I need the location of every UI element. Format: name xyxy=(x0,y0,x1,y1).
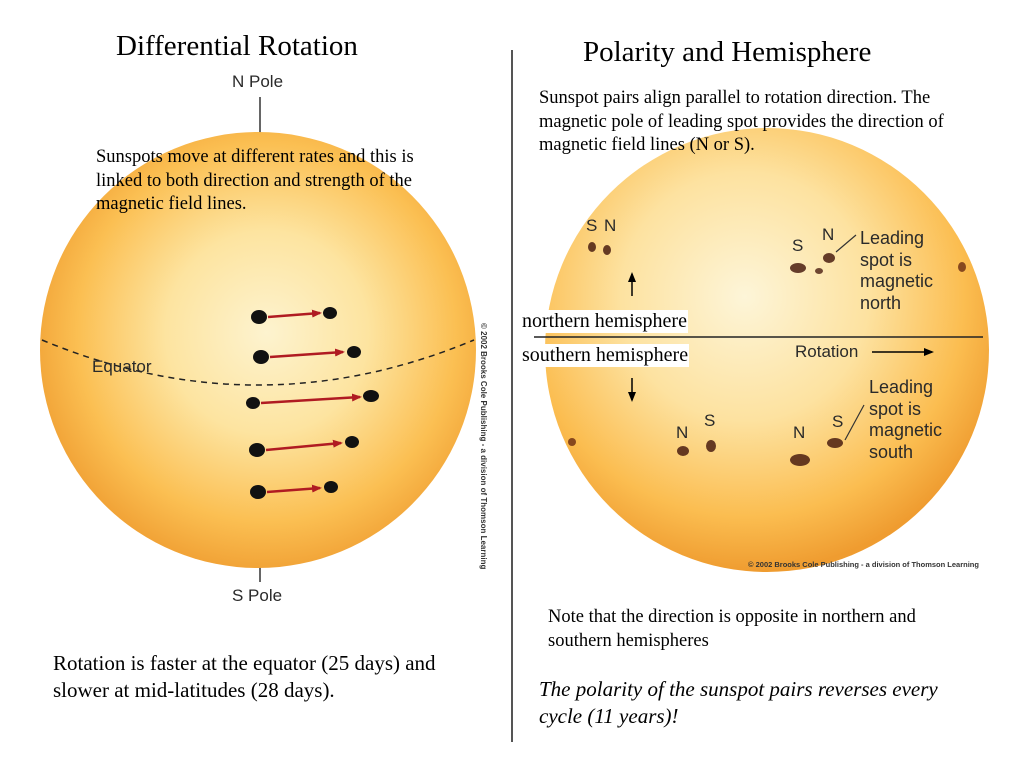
n-pole-label: N Pole xyxy=(232,72,284,91)
sunspot xyxy=(677,446,689,456)
left-title: Differential Rotation xyxy=(116,30,358,62)
sunspot xyxy=(790,263,806,273)
left-sun xyxy=(40,97,476,582)
motion-arrow xyxy=(269,348,345,359)
leading-south-label: Leading spot is magnetic south xyxy=(869,377,943,462)
s-pole-label: S Pole xyxy=(232,586,283,605)
sunspot xyxy=(706,440,716,452)
right-note: Note that the direction is opposite in n… xyxy=(548,607,916,651)
track-2 xyxy=(253,346,361,364)
track-4 xyxy=(249,436,359,457)
sunspot xyxy=(253,350,269,364)
sunspot xyxy=(958,262,966,272)
north-pair-s: S xyxy=(586,216,598,235)
sunspot xyxy=(363,390,379,402)
sunspot-tracks xyxy=(246,307,379,499)
left-credit: © 2002 Brooks Cole Publishing - a divisi… xyxy=(479,323,488,570)
sunspot xyxy=(603,245,611,255)
polarity-caption: The polarity of the sunspot pairs revers… xyxy=(539,677,938,729)
south-right-n: N xyxy=(793,423,806,442)
leading-north-pointer xyxy=(835,234,857,253)
left-caption: Rotation is faster at the equator (25 da… xyxy=(53,651,436,703)
right-sun-disk xyxy=(545,128,989,572)
sunspot xyxy=(827,438,843,448)
right-credit: © 2002 Brooks Cole Publishing - a divisi… xyxy=(748,560,979,569)
track-1 xyxy=(251,307,337,324)
sunspot xyxy=(251,310,267,324)
column-divider xyxy=(511,50,513,742)
sunspot xyxy=(790,454,810,466)
south-pair-s: S xyxy=(704,411,716,430)
motion-arrow xyxy=(266,484,322,494)
left-sun-disk xyxy=(40,132,476,568)
sunspot xyxy=(324,481,338,493)
southern-hemisphere-label: southern hemisphere xyxy=(521,344,690,367)
right-sun xyxy=(534,128,989,572)
sunspot xyxy=(815,268,823,274)
motion-arrow xyxy=(260,393,362,405)
north-right-n: N xyxy=(822,225,835,244)
right-description: Sunspot pairs align parallel to rotation… xyxy=(539,88,944,156)
sunspot xyxy=(323,307,337,319)
north-pair-n: N xyxy=(604,216,617,235)
northern-hemisphere-label: northern hemisphere xyxy=(521,310,688,333)
sunspot xyxy=(246,397,260,409)
leading-north-label: Leading spot is magnetic north xyxy=(860,228,934,313)
equator-label: Equator xyxy=(92,357,152,376)
motion-arrow xyxy=(267,309,322,319)
sunspot xyxy=(347,346,361,358)
sunspot xyxy=(588,242,596,252)
rotation-label: Rotation xyxy=(795,342,859,361)
sunspot-pairs xyxy=(568,242,966,466)
track-5 xyxy=(250,481,338,499)
sunspot xyxy=(568,438,576,446)
south-pair-n: N xyxy=(676,423,689,442)
leading-south-pointer xyxy=(844,404,865,441)
motion-arrow xyxy=(265,439,343,452)
north-right-s: S xyxy=(792,236,804,255)
track-3 xyxy=(246,390,379,409)
sunspot xyxy=(823,253,835,263)
sunspot xyxy=(345,436,359,448)
equator-line xyxy=(41,339,475,386)
left-description: Sunspots move at different rates and thi… xyxy=(96,147,414,215)
right-title: Polarity and Hemisphere xyxy=(583,36,872,68)
sunspot xyxy=(250,485,266,499)
south-right-s: S xyxy=(832,412,844,431)
sunspot xyxy=(249,443,265,457)
